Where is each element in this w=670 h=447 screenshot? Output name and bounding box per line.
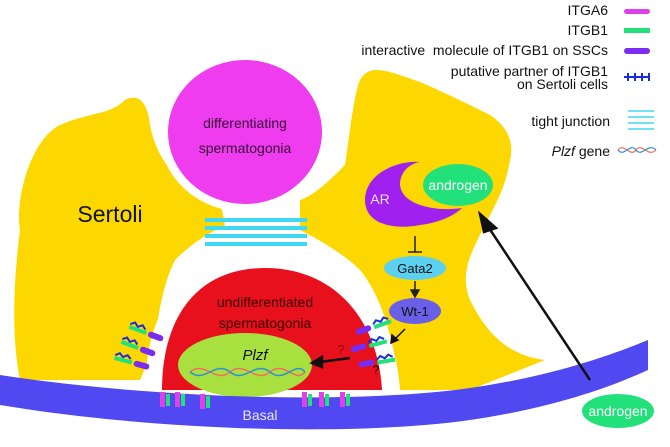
legend-plzf-italic: Plzf (552, 143, 577, 159)
arrow-to-nucleus (309, 354, 351, 369)
basal-label: Basal (242, 407, 277, 423)
ar-receptor (365, 161, 462, 227)
integrin-pairs-right (302, 392, 350, 407)
sertoli-label: Sertoli (77, 201, 142, 227)
androgen-outside (582, 394, 654, 428)
ar-label: AR (370, 191, 389, 207)
itga6-legend-icon (624, 9, 650, 14)
differentiating-label-line1: differentiating (203, 115, 287, 131)
putative-partner-legend-icon (624, 73, 650, 81)
itgb1-legend-icon (624, 28, 650, 33)
legend-itga6-label: ITGA6 (568, 2, 609, 18)
tight-junction (205, 218, 307, 246)
androgen-entry-arrow (477, 210, 592, 381)
undifferentiated-label-line1: undifferentiated (217, 294, 313, 310)
legend-interactive-molecule-label: interactive molecule of ITGB1 on SSCs (361, 42, 608, 58)
plzf-gene-legend-icon (617, 147, 657, 153)
arrow-wt1-to-membrane (390, 328, 406, 345)
undifferentiated-label-line2: spermatogonia (219, 315, 312, 331)
wt1-label: Wt-1 (401, 304, 428, 319)
androgen-outside-label: androgen (588, 403, 647, 419)
interactive-molecule-legend-icon (624, 48, 650, 54)
tight-junction-legend-icon (628, 110, 654, 130)
plzf-gene-helix-in-nucleus (189, 367, 306, 377)
legend-tight-junction-label: tight junction (531, 113, 610, 129)
sertoli-cell-right (300, 70, 545, 390)
unknown-mark-2: ? (373, 363, 380, 377)
membrane-complexes-left (113, 321, 164, 370)
gata2-label: Gata2 (397, 261, 432, 276)
arrow-gata2-to-wt1 (409, 281, 421, 299)
legend-plzf-rest: gene (575, 143, 610, 159)
sertoli-cell-left (14, 97, 225, 381)
wt1-node (389, 298, 441, 324)
nucleus (178, 333, 312, 397)
differentiating-label-line2: spermatogonia (199, 140, 292, 156)
legend-putative-partner-label-line2: on Sertoli cells (517, 76, 608, 92)
membrane-complexes-right (350, 316, 396, 368)
nucleus-plzf-label: Plzf (242, 347, 269, 364)
unknown-mark-1: ? (337, 342, 344, 357)
legend-itgb1-label: ITGB1 (568, 22, 609, 38)
integrin-pairs-left (160, 392, 210, 409)
legend-plzf-gene-label: Plzf gene (552, 143, 611, 159)
legend-icons (617, 9, 657, 153)
androgen-inside-label: androgen (428, 177, 487, 193)
inhibition-symbol (408, 236, 422, 253)
gata2-node (384, 256, 446, 280)
legend-putative-partner-label-line1: putative partner of ITGB1 (451, 63, 608, 79)
androgen-bound (423, 164, 493, 206)
differentiating-spermatogonia-cell (168, 60, 322, 204)
